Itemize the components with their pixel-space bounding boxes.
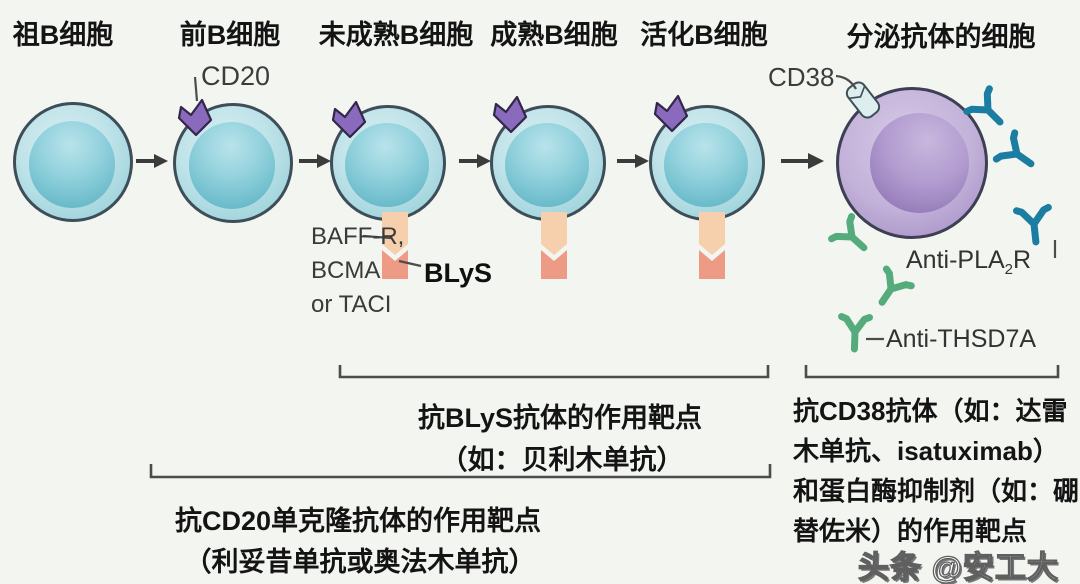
cd38-pointer-line [835, 74, 857, 90]
cell-nucleus [664, 123, 748, 207]
watermark-text: 头条 @安工大神 [857, 549, 1059, 584]
cell-nucleus [188, 121, 276, 209]
mature-b-cell [490, 105, 606, 221]
anti-pla2r-label: Anti-PLA2R [906, 246, 1031, 278]
cd38-target-line-4: 替佐米）的作用靶点 [793, 516, 1028, 546]
pointer-lines [193, 74, 1057, 341]
target-brackets [149, 365, 1060, 479]
cd20-target-text-line1: 抗CD20单克隆抗体的作用靶点 [174, 506, 542, 536]
stage-label-progenitor-b: 祖B细胞 [12, 20, 114, 50]
cd20-target-bracket [149, 464, 772, 479]
progenitor-b-cell [13, 102, 133, 222]
stage-arrowheads [154, 153, 824, 169]
blys-pointer-line [398, 259, 422, 268]
stage-label-immature-b: 未成熟B细胞 [318, 20, 474, 50]
cd38-target-line-3: 和蛋白酶抑制剂（如：硼 [793, 476, 1080, 506]
baff-line-2: BCMA [311, 257, 381, 284]
blys-target-bracket [338, 365, 770, 379]
cd20-target-text-line2: （利妥昔单抗或奥法木单抗） [184, 547, 536, 577]
stage-label-pre-b: 前B细胞 [179, 20, 281, 50]
blys-target-text-line2: （如：贝利木单抗） [440, 445, 684, 475]
cd20-pointer-line [193, 76, 199, 102]
baff-receptor-upper [382, 212, 725, 255]
anti-pla2r-suffix: R [1013, 246, 1032, 274]
cell-nucleus [345, 123, 429, 207]
blys-label: BLyS [424, 258, 493, 288]
stage-label-activated-b: 活化B细胞 [640, 20, 768, 50]
anti-thsd7a-antibody-icon [828, 212, 915, 353]
anti-thsd7a-label: Anti-THSD7A [886, 325, 1037, 353]
stage-label-antibody-secreting: 分泌抗体的细胞 [846, 22, 1036, 52]
stage-label-mature-b: 成熟B细胞 [490, 20, 618, 50]
cd20-receptor-icon [177, 94, 689, 139]
anti-pla2r-subscript: 2 [1004, 261, 1014, 278]
blys-target-text-line1: 抗BLyS抗体的作用靶点 [417, 403, 703, 433]
cd38-target-bracket [804, 365, 1060, 379]
pre-b-cell [173, 103, 293, 223]
cell-nucleus [28, 120, 116, 208]
baff-bcma-taci-label: BAFF-R, BCMA or TACI [311, 220, 404, 322]
cd20-label: CD20 [201, 61, 271, 91]
baff-line-1: BAFF-R, [311, 223, 405, 250]
cd38-target-text-block: 抗CD38抗体（如：达雷 木单抗、isatuximab） 和蛋白酶抑制剂（如：硼… [793, 391, 1079, 551]
baff-receptor-with-blys [382, 212, 725, 279]
cell-nucleus [869, 113, 969, 213]
anti-pla2r-antibody-icon [963, 85, 1052, 246]
anti-pla2r-prefix: Anti-PLA [906, 246, 1005, 274]
cell-nucleus [505, 123, 589, 207]
baff-pointer-line [362, 234, 392, 240]
cd38-target-line-2: 木单抗、isatuximab） [793, 436, 1059, 466]
baff-line-3: or TACI [311, 291, 392, 318]
cd38-target-line-1: 抗CD38抗体（如：达雷 [793, 396, 1068, 426]
cd38-receptor-icon [845, 81, 881, 119]
blys-ligand [382, 250, 725, 279]
cd38-label: CD38 [768, 62, 835, 92]
